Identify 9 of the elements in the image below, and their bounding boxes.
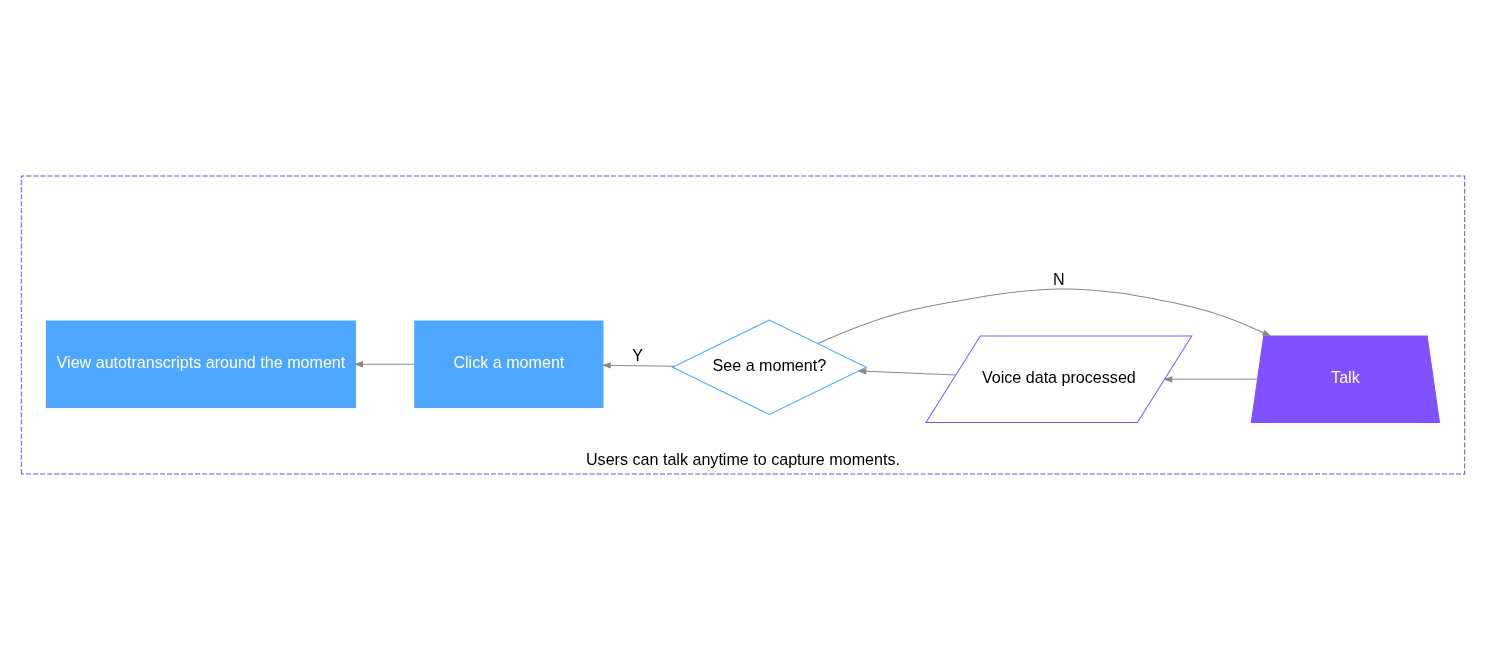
arrow — [353, 360, 415, 367]
node-box: View autotranscripts around the moment — [46, 319, 356, 408]
arrow — [601, 361, 676, 369]
arrow — [857, 367, 957, 376]
arrow — [817, 287, 1272, 344]
edge-label: Y — [632, 345, 644, 364]
edge-label: N — [1053, 269, 1065, 288]
node-box: Click a moment — [414, 319, 604, 408]
arrow — [1163, 375, 1258, 382]
